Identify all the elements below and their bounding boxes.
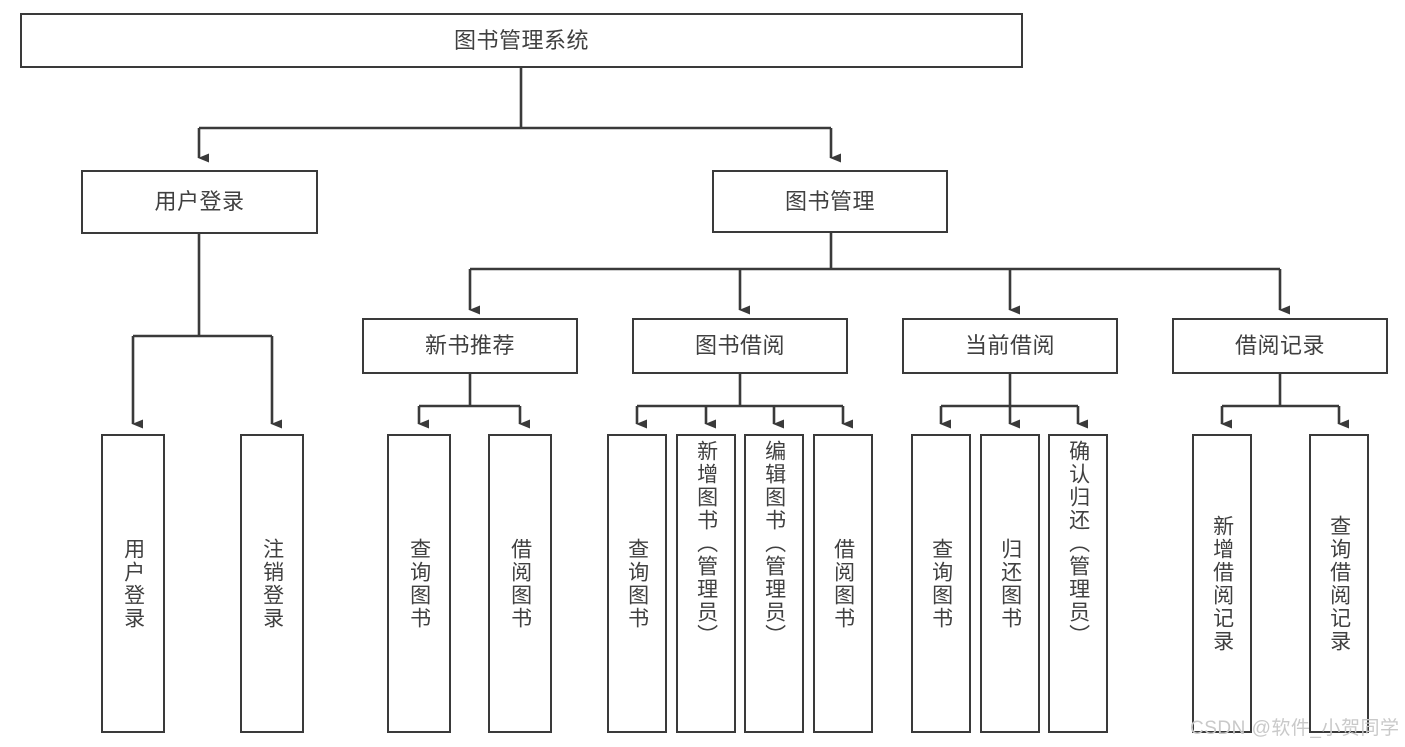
node-new-book-recommend[interactable]: 新书推荐 [362, 318, 578, 374]
node-label: 借阅图书 [508, 537, 532, 630]
node-label: 归还图书 [998, 537, 1022, 630]
node-leaf-user-login[interactable]: 用户登录 [101, 434, 165, 733]
node-label: 确认归还（管理员） [1066, 440, 1090, 647]
node-label: 当前借阅 [964, 333, 1055, 359]
node-label: 用户登录 [121, 537, 145, 630]
node-label: 借阅图书 [831, 537, 855, 630]
node-leaf-return-book[interactable]: 归还图书 [980, 434, 1040, 733]
node-label: 查询借阅记录 [1327, 514, 1351, 653]
node-leaf-query-book-bb[interactable]: 查询图书 [607, 434, 667, 733]
node-label: 新增图书（管理员） [694, 440, 718, 647]
node-leaf-add-book-admin[interactable]: 新增图书（管理员） [676, 434, 736, 733]
node-label: 查询图书 [625, 537, 649, 630]
node-label: 查询图书 [929, 537, 953, 630]
node-label: 用户登录 [154, 189, 245, 215]
node-leaf-edit-book-admin[interactable]: 编辑图书（管理员） [744, 434, 804, 733]
node-leaf-borrow-book-nb[interactable]: 借阅图书 [488, 434, 552, 733]
node-root-system[interactable]: 图书管理系统 [20, 13, 1023, 68]
node-user-login[interactable]: 用户登录 [81, 170, 318, 234]
node-leaf-confirm-return-admin[interactable]: 确认归还（管理员） [1048, 434, 1108, 733]
node-current-borrow[interactable]: 当前借阅 [902, 318, 1118, 374]
node-book-borrow[interactable]: 图书借阅 [632, 318, 848, 374]
node-label: 图书借阅 [694, 333, 785, 359]
node-label: 借阅记录 [1234, 333, 1325, 359]
node-leaf-borrow-book-bb[interactable]: 借阅图书 [813, 434, 873, 733]
node-label: 新增借阅记录 [1210, 514, 1234, 653]
node-leaf-logout[interactable]: 注销登录 [240, 434, 304, 733]
node-label: 图书管理 [784, 188, 875, 214]
node-leaf-query-borrow-record[interactable]: 查询借阅记录 [1309, 434, 1369, 733]
node-book-management[interactable]: 图书管理 [712, 170, 948, 233]
node-leaf-query-book-cb[interactable]: 查询图书 [911, 434, 971, 733]
node-borrow-record[interactable]: 借阅记录 [1172, 318, 1388, 374]
node-label: 新书推荐 [424, 333, 515, 359]
csdn-watermark: CSDN @软件_小贺同学 [1190, 718, 1400, 739]
node-leaf-query-book-nb[interactable]: 查询图书 [387, 434, 451, 733]
node-label: 图书管理系统 [453, 27, 589, 53]
node-label: 编辑图书（管理员） [762, 440, 786, 647]
node-label: 查询图书 [407, 537, 431, 630]
node-leaf-add-borrow-record[interactable]: 新增借阅记录 [1192, 434, 1252, 733]
node-label: 注销登录 [260, 537, 284, 630]
